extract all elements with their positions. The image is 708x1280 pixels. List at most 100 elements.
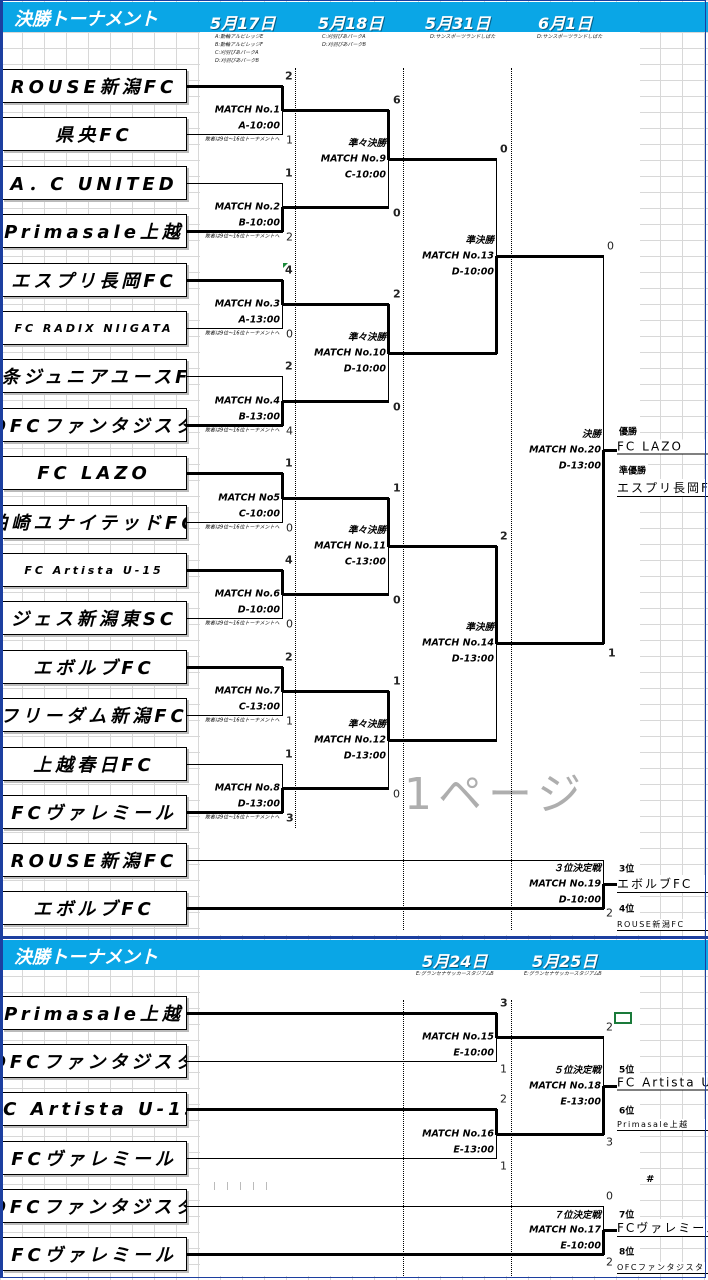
bracket-line	[282, 594, 283, 619]
bracket-line	[281, 570, 284, 595]
score: 1	[500, 1159, 507, 1173]
score: 3	[606, 1135, 613, 1149]
bracket-line	[187, 1206, 603, 1207]
team-box[interactable]: FCヴァレミール	[2, 1237, 187, 1271]
team-box[interactable]: ジェス新潟東SC	[2, 601, 187, 635]
team-box[interactable]: FC Artista U-15	[2, 553, 187, 587]
hash-mark: #	[646, 1174, 655, 1185]
bracket-line	[387, 498, 390, 547]
bracket-line	[281, 473, 284, 499]
bracket-line	[603, 1229, 621, 1232]
score: 2	[500, 529, 508, 543]
bracket-line	[387, 691, 390, 741]
team-box[interactable]: FC RADIX NIIGATA	[2, 311, 187, 345]
page-title: 決勝トーナメント	[14, 9, 158, 30]
team-box[interactable]: Primasale上越	[2, 214, 187, 248]
team-box[interactable]: Primasale上越	[2, 996, 187, 1030]
score: 1	[500, 1062, 507, 1076]
match-number: MATCH No.2	[214, 201, 280, 213]
bracket-line	[496, 255, 604, 258]
tick-mark	[214, 1182, 215, 1190]
placement-team: エスプリ長岡FC	[617, 479, 708, 497]
placement-team: FC Artista U-15	[617, 1075, 708, 1091]
bracket-line	[282, 764, 283, 789]
match-time: D-13:00	[237, 798, 280, 810]
venue-note: D:刈羽ぴあパークB	[322, 42, 366, 48]
bracket-line	[281, 401, 284, 426]
team-box[interactable]: OFCファンタジスタ	[2, 1044, 187, 1078]
bracket-line	[602, 1086, 605, 1135]
bracket-line	[388, 545, 497, 548]
team-box[interactable]: FC LAZO	[2, 456, 187, 490]
round-label: ５位決定戦	[553, 1065, 601, 1076]
bracket-line	[603, 883, 621, 886]
bracket-line	[602, 884, 605, 909]
loser-note: 敗者は9位～16位トーナメントへ	[205, 330, 280, 337]
bracket-line	[282, 376, 283, 402]
score: 0	[393, 400, 401, 414]
date-jun1: 6月1日	[538, 14, 593, 33]
loser-note: 敗者は9位～16位トーナメントへ	[205, 136, 280, 143]
team-box[interactable]: ROUSE新潟FC	[2, 69, 187, 103]
bracket-line	[282, 109, 389, 112]
score: 4	[285, 553, 293, 567]
bracket-line	[187, 811, 283, 814]
bracket-line	[495, 1109, 498, 1135]
score: 0	[286, 521, 293, 535]
bracket-line	[602, 1230, 605, 1255]
match-number: MATCH No.15	[422, 1031, 494, 1043]
page-watermark: 1ページ	[404, 769, 588, 820]
bracket-line	[282, 183, 283, 208]
team-box[interactable]: 柏崎ユナイテッドFC	[2, 505, 187, 539]
team-box[interactable]: FCヴァレミール	[2, 1141, 187, 1175]
bracket-line	[282, 400, 389, 403]
team-box[interactable]: FCヴァレミール	[2, 795, 187, 829]
score: 0	[500, 142, 508, 156]
team-box[interactable]: 県央FC	[2, 117, 187, 151]
match-number: MATCH No.19	[529, 878, 601, 890]
match-time: C-13:00	[238, 701, 280, 713]
match-time: E-13:00	[453, 1144, 494, 1156]
placement-label: 6位	[617, 1103, 637, 1117]
team-box[interactable]: ROUSE新潟FC	[2, 843, 187, 877]
match-number: MATCH No.16	[422, 1128, 494, 1140]
score: 1	[285, 456, 293, 470]
match-number: MATCH No.20	[529, 444, 601, 456]
team-box[interactable]: FC Artista U-15	[2, 1092, 187, 1126]
tick-mark	[253, 1182, 254, 1190]
match-number: MATCH No.8	[214, 782, 280, 794]
score: 0	[286, 617, 293, 631]
team-box[interactable]: OFCファンタジスタ	[2, 408, 187, 442]
dotted-divider	[295, 68, 296, 828]
score: 0	[393, 206, 401, 220]
score: 2	[286, 230, 293, 244]
bracket-line	[281, 788, 284, 813]
bracket-area-2	[200, 970, 640, 1276]
match-time: B-13:00	[238, 411, 280, 423]
round-label: 準決勝	[465, 622, 494, 633]
team-box[interactable]: エボルブFC	[2, 891, 187, 925]
score: 1	[608, 646, 616, 660]
bracket-line	[603, 1037, 604, 1087]
placement-label: 4位	[617, 901, 637, 915]
bracket-line	[495, 546, 498, 644]
team-box[interactable]: エボルブFC	[2, 650, 187, 684]
bracket-line	[187, 1061, 496, 1062]
selected-cell-indicator[interactable]	[614, 1012, 632, 1024]
team-box[interactable]: フリーダム新潟FC	[2, 698, 187, 732]
bracket-line	[282, 593, 389, 596]
bracket-line	[602, 450, 605, 644]
team-box[interactable]: エスプリ長岡FC	[2, 263, 187, 297]
bracket-line	[603, 860, 604, 885]
team-box[interactable]: 三条ジュニアユースFC	[2, 359, 187, 393]
loser-note: 敗者は9位～16位トーナメントへ	[205, 427, 280, 434]
team-box[interactable]: OFCファンタジスタ	[2, 1189, 187, 1223]
match-time: D-13:00	[451, 653, 494, 665]
team-box[interactable]: A．C UNITED	[2, 166, 187, 200]
team-box[interactable]: 上越春日FC	[2, 747, 187, 781]
round-label: ３位決定戦	[553, 863, 601, 874]
bracket-line	[388, 158, 497, 161]
score: 2	[500, 1092, 507, 1106]
match-time: A-10:00	[238, 120, 280, 132]
match-time: D-13:00	[558, 460, 601, 472]
